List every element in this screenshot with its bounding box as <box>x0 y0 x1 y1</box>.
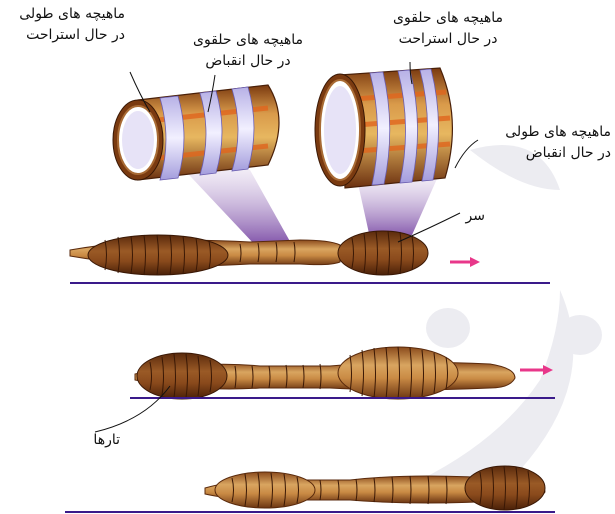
watermark <box>420 145 602 493</box>
right-arrow-icon <box>450 257 480 267</box>
label-line: در حال استراحت <box>19 25 125 46</box>
label-longitudinal-contracted: ماهیچه های طولی در حال انقباض <box>505 122 611 164</box>
muscle-tube-right <box>315 68 452 188</box>
label-line: در حال انقباض <box>193 51 303 72</box>
label-longitudinal-relaxed: ماهیچه های طولی در حال استراحت <box>19 4 125 46</box>
muscle-tube-left <box>113 85 279 180</box>
label-head: سر <box>466 206 485 227</box>
label-circular-relaxed: ماهیچه های حلقوی در حال استراحت <box>393 8 503 50</box>
label-line: ماهیچه های طولی <box>19 4 125 25</box>
label-setae: تارها <box>93 430 120 451</box>
label-line: ماهیچه های طولی <box>505 122 611 143</box>
label-line: ماهیچه های حلقوی <box>393 8 503 29</box>
label-line: در حال انقباض <box>505 143 611 164</box>
earthworm-stage-1 <box>70 231 550 283</box>
earthworm-stage-3 <box>65 466 555 512</box>
label-line: ماهیچه های حلقوی <box>193 30 303 51</box>
earthworm-stage-2 <box>130 347 555 399</box>
label-circular-contracted: ماهیچه های حلقوی در حال انقباض <box>193 30 303 72</box>
label-line: در حال استراحت <box>393 29 503 50</box>
